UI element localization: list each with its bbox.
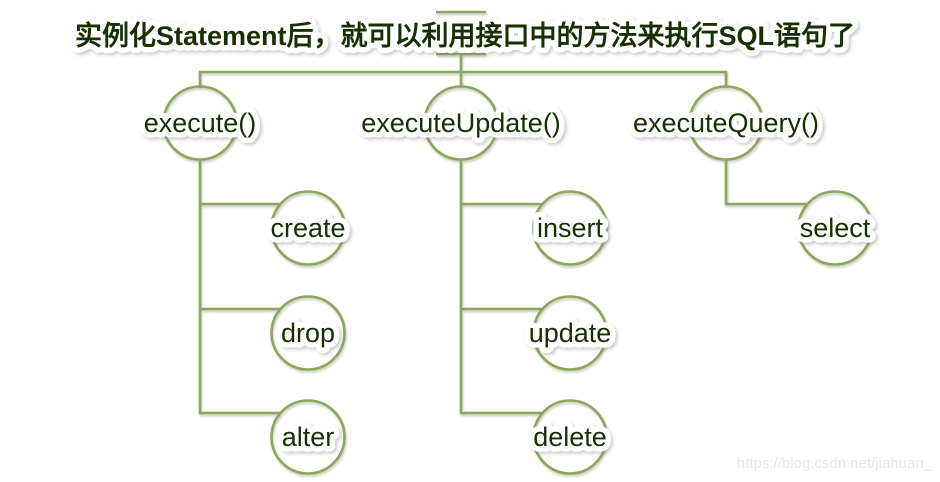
methods-bus: [198, 70, 728, 88]
node-label-delete: delete: [533, 422, 607, 452]
node-circle-insert: [532, 190, 608, 266]
execute-trunk: [198, 160, 281, 415]
node-circle-execute: [162, 85, 238, 161]
node-circle-select: [797, 190, 873, 266]
diagram-title: 实例化Statement后，就可以利用接口中的方法来执行SQL语句了: [75, 20, 855, 51]
node-label-drop: drop: [281, 318, 335, 348]
node-label-executeupdate: executeUpdate(): [361, 108, 561, 138]
node-label-executequery: executeQuery(): [633, 108, 819, 138]
node-circle-alter: [270, 399, 346, 475]
node-label-select: select: [800, 213, 871, 243]
node-label-execute: execute(): [144, 108, 257, 138]
node-circle-update: [532, 295, 608, 371]
node-circle-executeupdate: [423, 85, 499, 161]
watermark-text: https://blog.csdn.net/jiahuan_: [737, 455, 933, 472]
node-label-create: create: [270, 213, 345, 243]
node-label-alter: alter: [282, 422, 335, 452]
node-circle-delete: [532, 399, 608, 475]
node-label-update: update: [529, 318, 612, 348]
node-circle-create: [270, 190, 346, 266]
executeupdate-trunk: [459, 160, 543, 415]
node-circle-drop: [270, 295, 346, 371]
connector-lines: [162, 10, 873, 475]
node-labels: 实例化Statement后，就可以利用接口中的方法来执行SQL语句了 execu…: [69, 15, 876, 458]
executequery-trunk: [724, 160, 808, 206]
node-circle-executequery: [688, 85, 764, 161]
node-label-insert: insert: [537, 213, 604, 243]
